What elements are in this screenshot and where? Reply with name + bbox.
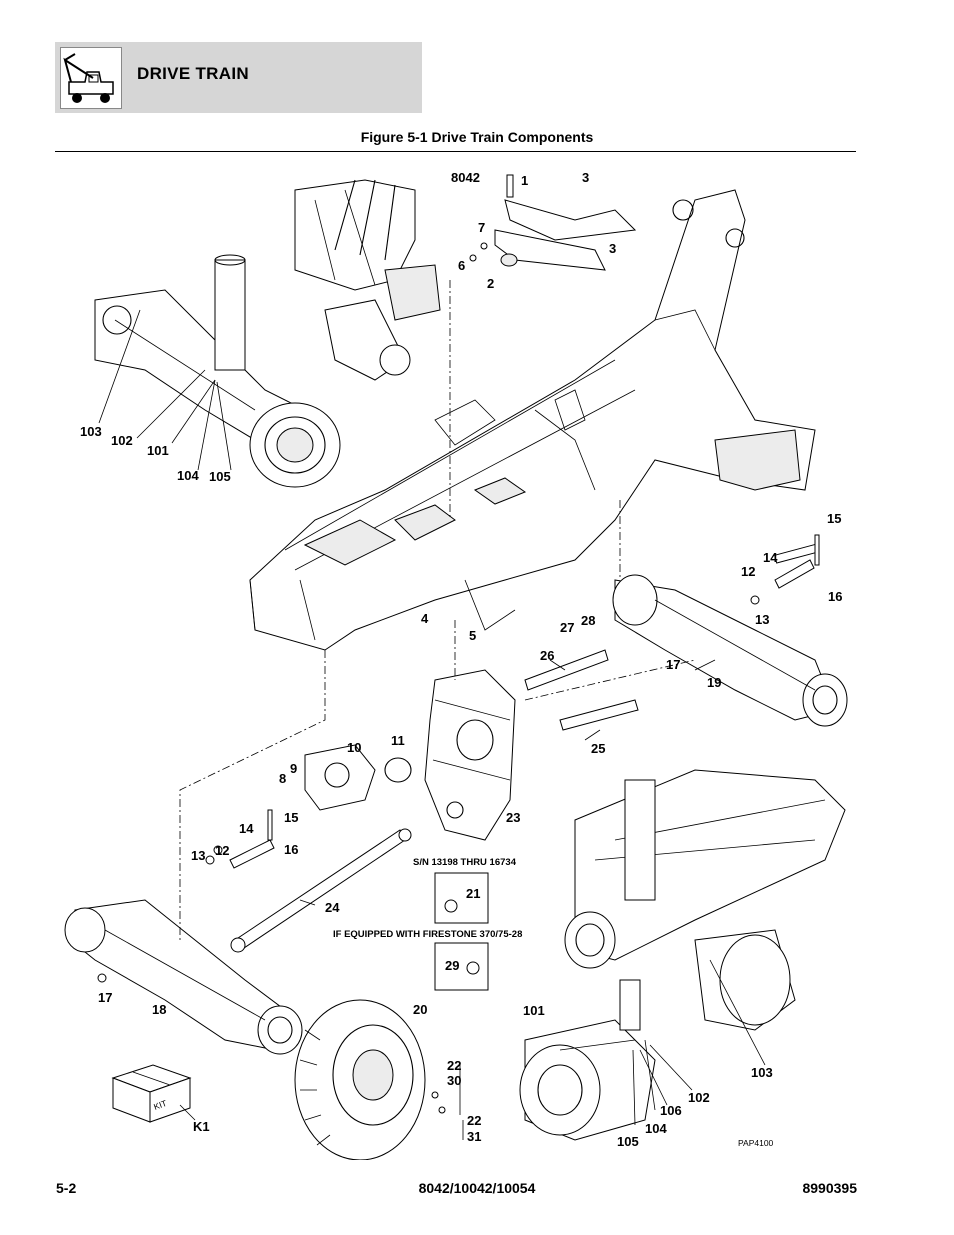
callout-9: 9 [290,761,297,776]
callout-4: 4 [421,611,429,626]
callout-16a: 16 [284,842,298,857]
callout-13b: 13 [755,612,769,627]
callout-102b: 102 [688,1090,710,1105]
callout-15b: 15 [827,511,841,526]
exploded-parts-diagram: KIT 8042 1 3 3 7 6 2 1 [64,170,848,1160]
callout-104b: 104 [645,1121,667,1136]
callout-101a: 101 [147,443,169,458]
document-number: 8990395 [802,1180,857,1196]
assembly-lines [179,280,696,940]
callout-102a: 102 [111,433,133,448]
callout-11: 11 [391,733,405,748]
callout-25: 25 [591,741,605,756]
callout-24: 24 [325,900,340,915]
callout-105a: 105 [209,469,231,484]
art-code: PAP4100 [738,1138,774,1148]
callout-6: 6 [458,258,465,273]
callout-22a: 22 [447,1058,461,1073]
transfer-case [424,669,516,841]
rear-axle-upper [612,543,848,727]
kit-box-icon: KIT [111,1064,192,1123]
callout-7: 7 [478,220,485,235]
model-tag: 8042 [451,170,480,185]
callout-26: 26 [540,648,554,663]
callout-27: 27 [560,620,574,635]
callout-22b: 22 [467,1113,481,1128]
serial-range-note: S/N 13198 THRU 16734 [413,857,517,868]
callout-105b: 105 [617,1134,639,1149]
callout-12a: 12 [215,843,229,858]
callout-3a: 3 [582,170,589,185]
callout-15a: 15 [284,810,298,825]
callout-2: 2 [487,276,494,291]
callout-101b: 101 [523,1003,545,1018]
callout-17a: 17 [98,990,112,1005]
kit-box-text: KIT [152,1098,168,1112]
callout-28: 28 [581,613,595,628]
callout-13a: 13 [191,848,205,863]
callout-12b: 12 [741,564,755,579]
callout-14a: 14 [239,821,254,836]
callout-31: 31 [467,1129,481,1144]
callout-3b: 3 [609,241,616,256]
callout-20: 20 [413,1002,427,1017]
page-number: 5-2 [56,1180,77,1196]
callout-17b: 17 [666,657,680,672]
callout-18: 18 [152,1002,166,1017]
callout-21: 21 [466,886,480,901]
callout-k1: K1 [193,1119,210,1134]
divider [55,151,856,152]
figure-title: Figure 5-1 Drive Train Components [360,129,594,145]
note-box-29 [434,942,489,991]
note-box-21 [434,872,489,924]
callout-23: 23 [506,810,520,825]
section-title: DRIVE TRAIN [137,64,249,83]
front-axle-assembly [94,179,441,488]
callout-5: 5 [469,628,476,643]
pivot-pin-right [750,534,820,605]
callout-14b: 14 [763,550,778,565]
callout-16b: 16 [828,589,842,604]
firestone-note: IF EQUIPPED WITH FIRESTONE 370/75-28 [333,929,522,940]
installed-drivetrain-view [519,769,846,1141]
pivot-pin-left [205,809,275,869]
callout-104a: 104 [177,468,199,483]
machine-icon [60,47,122,109]
callout-103a: 103 [80,424,102,439]
callout-106: 106 [660,1103,682,1118]
leader-lines [98,309,766,1140]
callout-labels: 8042 1 3 3 7 6 2 103 102 101 104 105 15 … [80,170,842,1149]
callout-1: 1 [521,173,528,188]
model-numbers: 8042/10042/10054 [418,1180,536,1196]
callout-29: 29 [445,958,459,973]
callout-19: 19 [707,675,721,690]
mounting-brackets [469,174,637,271]
chassis-frame [249,189,816,651]
callout-10: 10 [347,740,361,755]
callout-30: 30 [447,1073,461,1088]
drive-shafts [230,649,639,953]
rear-axle-lower-left [64,899,303,1055]
callout-103b: 103 [751,1065,773,1080]
tire [294,999,446,1160]
hydraulic-pump [304,744,412,811]
callout-8: 8 [279,771,286,786]
